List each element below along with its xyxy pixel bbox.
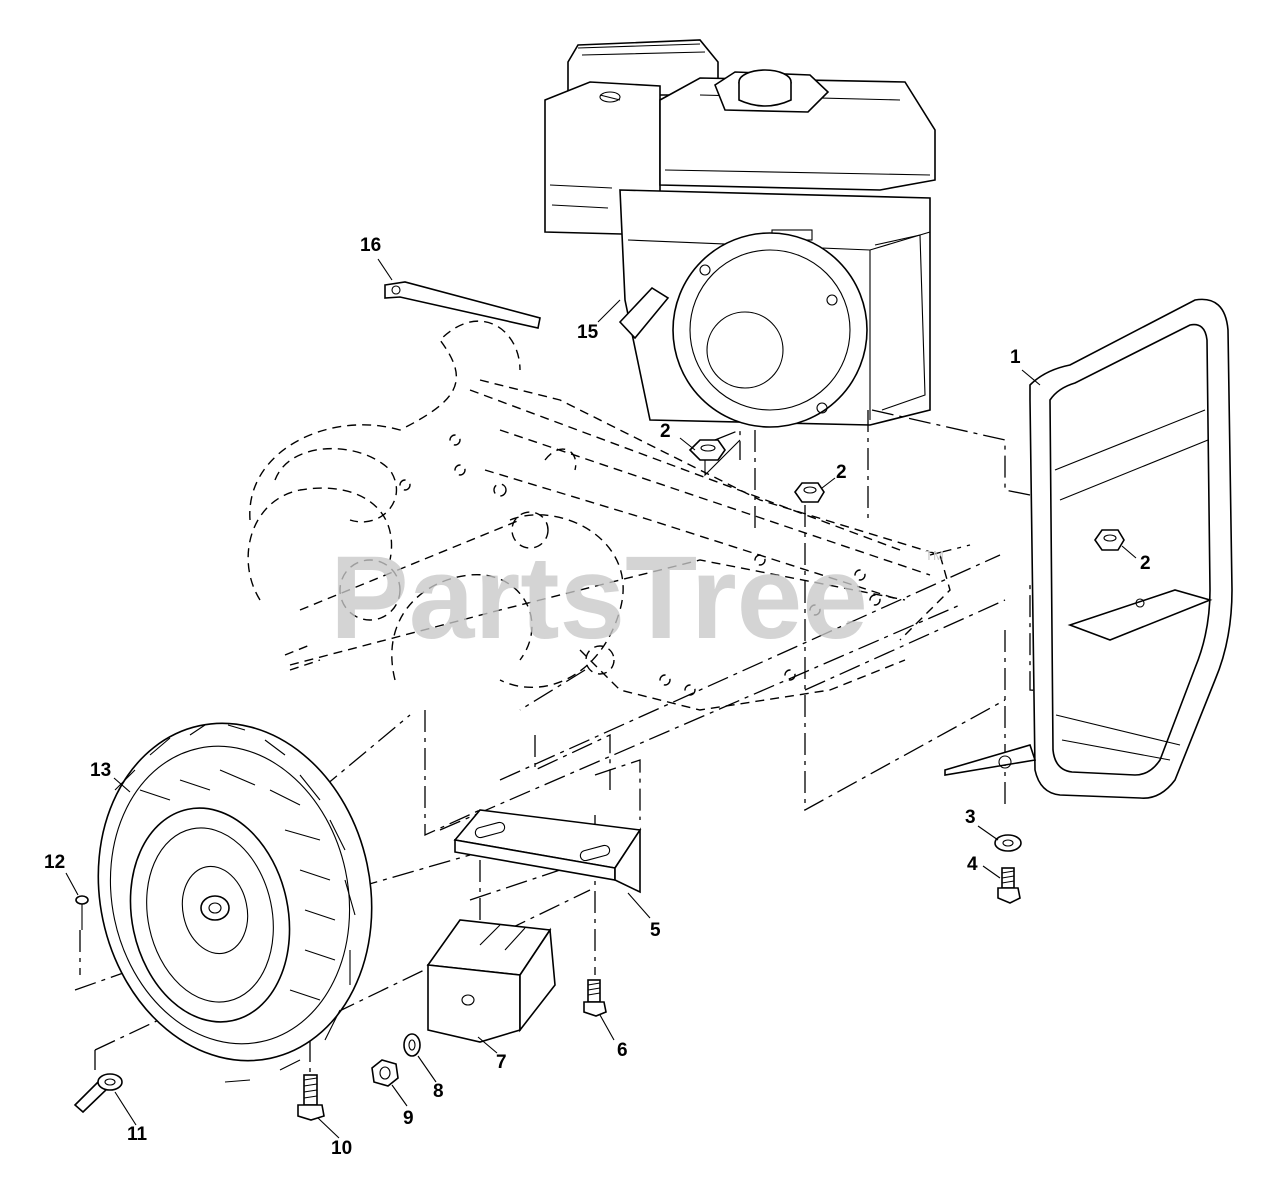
control-rod-part-16[interactable] xyxy=(384,281,541,329)
hitch-bracket-part-5[interactable] xyxy=(453,809,642,894)
callout-4[interactable]: 4 xyxy=(967,854,978,875)
tine-assembly-phantom xyxy=(247,320,951,711)
bolt-part-4[interactable] xyxy=(997,867,1021,904)
watermark-tm: TM xyxy=(925,548,944,563)
bolt-part-6[interactable] xyxy=(583,979,607,1017)
callout-10[interactable]: 10 xyxy=(331,1138,352,1159)
callout-16[interactable]: 16 xyxy=(360,235,381,256)
wheel-tire-part-13[interactable] xyxy=(68,698,403,1087)
washer-part-3[interactable] xyxy=(994,834,1022,852)
hairpin-clip-part-12[interactable] xyxy=(75,895,89,930)
callout-2-a[interactable]: 2 xyxy=(660,421,671,442)
washer-part-8[interactable] xyxy=(403,1033,421,1057)
callout-13[interactable]: 13 xyxy=(90,760,111,781)
nut-part-9[interactable] xyxy=(371,1059,399,1087)
wheel-weight-part-7[interactable] xyxy=(426,919,556,1043)
lock-nut-part-2c[interactable] xyxy=(1094,529,1125,551)
callout-5[interactable]: 5 xyxy=(650,920,661,941)
callout-3[interactable]: 3 xyxy=(965,807,976,828)
lock-nut-part-2b[interactable] xyxy=(794,482,825,503)
front-guard-part-1[interactable] xyxy=(944,298,1233,799)
callouts: 1 2 2 2 3 4 5 6 7 8 9 10 11 12 13 15 16 xyxy=(44,235,1151,1159)
axle-pin-part-11[interactable] xyxy=(73,1073,123,1114)
engine-part-15[interactable] xyxy=(544,39,936,428)
callout-2-c[interactable]: 2 xyxy=(1140,553,1151,574)
watermark: PartsTree TM xyxy=(330,532,944,664)
callout-1[interactable]: 1 xyxy=(1010,347,1021,368)
callout-9[interactable]: 9 xyxy=(403,1108,414,1129)
assembly-centerlines xyxy=(74,409,1111,1075)
callout-6[interactable]: 6 xyxy=(617,1040,628,1061)
callout-8[interactable]: 8 xyxy=(433,1081,444,1102)
callout-2-b[interactable]: 2 xyxy=(836,462,847,483)
leader-lines xyxy=(65,258,1137,1139)
callout-12[interactable]: 12 xyxy=(44,852,65,873)
callout-15[interactable]: 15 xyxy=(577,322,599,343)
lock-nut-part-2a[interactable] xyxy=(688,439,741,477)
watermark-text: PartsTree xyxy=(330,532,868,664)
bolt-part-10[interactable] xyxy=(297,1074,325,1121)
callout-7[interactable]: 7 xyxy=(496,1052,507,1073)
callout-11[interactable]: 11 xyxy=(127,1124,148,1145)
